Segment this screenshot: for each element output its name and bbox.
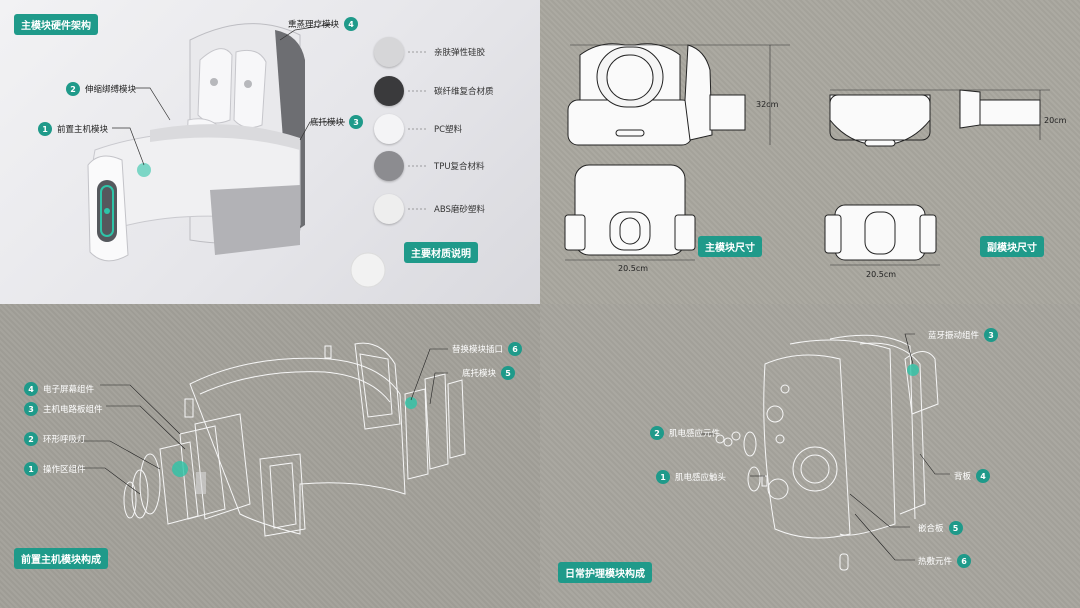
- materials-title: 主要材质说明: [404, 242, 478, 263]
- dimensions-panel: 32cm 20.5cm 20cm 20.5cm 主模块尺寸 副模块尺寸: [540, 0, 1080, 304]
- daily-care-title: 日常护理模块构成: [558, 562, 652, 583]
- material-item-tpu: TPU复合材料: [374, 151, 485, 181]
- swatch-abs: [374, 194, 404, 224]
- front-host-exploded-view: [70, 342, 466, 537]
- sub-height-dim: 20cm: [1044, 116, 1067, 125]
- daily-care-exploded-view: [700, 333, 950, 571]
- front-host-title: 前置主机模块构成: [14, 548, 108, 569]
- main-width-dim: 20.5cm: [618, 264, 649, 273]
- main-dimensions-title: 主模块尺寸: [698, 236, 762, 257]
- material-item-silicone: 亲肤弹性硅胶: [374, 37, 485, 67]
- sub-width-dim: 20.5cm: [866, 270, 897, 279]
- main-height-dim: 32cm: [756, 100, 779, 109]
- hardware-panel: 主模块硬件架构: [0, 0, 540, 304]
- material-item-abs: ABS磨砂塑料: [374, 194, 485, 224]
- material-leaders: [408, 51, 428, 210]
- swatch-tpu: [374, 151, 404, 181]
- sub-dimensions-title: 副模块尺寸: [980, 236, 1044, 257]
- belt-product-render: [87, 23, 386, 288]
- material-item-pc: PC塑料: [374, 114, 462, 144]
- swatch-pc: [374, 114, 404, 144]
- material-item-carbon-fiber: 碳纤维复合材质: [374, 76, 494, 106]
- dimension-drawings: [564, 43, 1050, 266]
- swatch-silicone: [374, 37, 404, 67]
- hardware-title: 主模块硬件架构: [14, 14, 98, 35]
- swatch-carbon-fiber: [374, 76, 404, 106]
